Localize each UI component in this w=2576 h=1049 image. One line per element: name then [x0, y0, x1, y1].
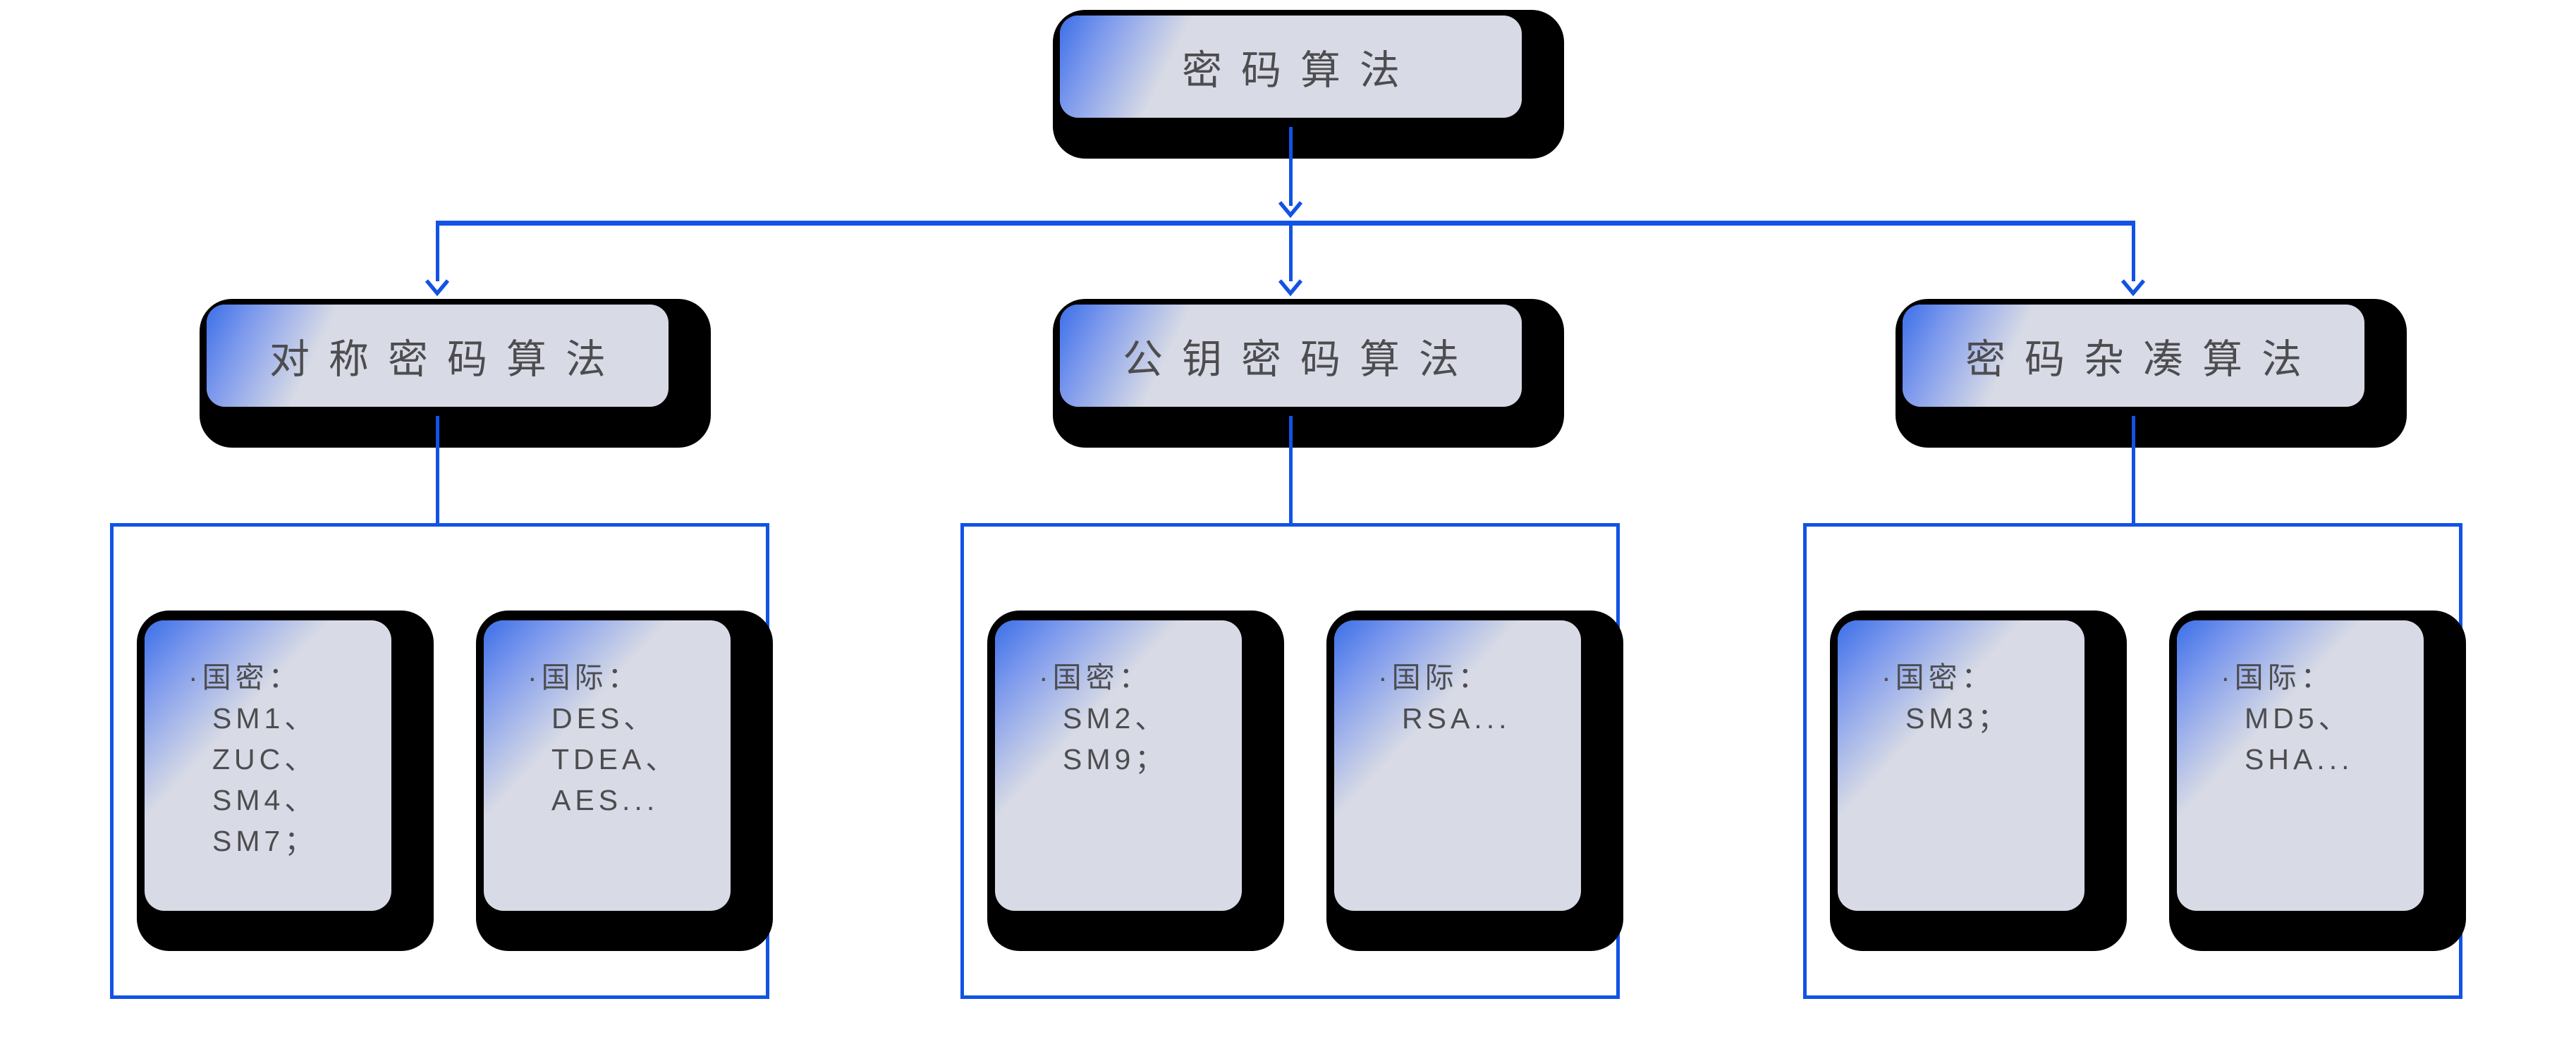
connector-drop-symmetric — [436, 221, 439, 281]
child-card: ·国际： RSA... — [1334, 620, 1581, 911]
child-card-hash-intl: ·国际： MD5、 SHA... — [2169, 611, 2466, 951]
connector-stub-symmetric — [436, 416, 439, 523]
child-card-publickey-guomi: ·国密： SM2、 SM9； — [987, 611, 1284, 951]
child-card: ·国际： DES、 TDEA、 AES... — [484, 620, 731, 911]
child-card-text: ·国密： SM3； — [1881, 661, 2011, 735]
connector-root-stem — [1289, 127, 1293, 206]
child-card: ·国际： MD5、 SHA... — [2177, 620, 2424, 911]
child-card-text: ·国密： SM2、 SM9； — [1039, 661, 1168, 775]
root-node-label: 密码算法 — [1182, 47, 1419, 93]
arrow-down-icon — [2119, 278, 2147, 297]
child-card-hash-guomi: ·国密： SM3； — [1830, 611, 2127, 951]
child-card-text: ·国际： DES、 TDEA、 AES... — [527, 661, 679, 816]
child-card: ·国密： SM3； — [1838, 620, 2084, 911]
child-card: ·国密： SM1、 ZUC、 SM4、 SM7； — [145, 620, 391, 911]
child-card-symmetric-intl: ·国际： DES、 TDEA、 AES... — [476, 611, 773, 951]
branch-node-symmetric: 对称密码算法 — [200, 299, 711, 448]
branch-node-publickey: 公钥密码算法 — [1053, 299, 1564, 448]
branch-node-label: 对称密码算法 — [269, 336, 625, 382]
branch-node-card: 公钥密码算法 — [1060, 305, 1522, 407]
connector-stub-publickey — [1289, 416, 1293, 523]
arrow-down-icon — [1276, 200, 1305, 219]
branch-node-hash: 密码杂凑算法 — [1896, 299, 2407, 448]
branch-node-card: 密码杂凑算法 — [1903, 305, 2364, 407]
arrow-down-icon — [1276, 278, 1305, 297]
branch-node-label: 公钥密码算法 — [1123, 336, 1478, 382]
child-card-symmetric-guomi: ·国密： SM1、 ZUC、 SM4、 SM7； — [137, 611, 434, 951]
root-node: 密码算法 — [1053, 10, 1564, 159]
connector-stub-hash — [2132, 416, 2135, 523]
child-card-publickey-intl: ·国际： RSA... — [1326, 611, 1623, 951]
child-card-text: ·国密： SM1、 ZUC、 SM4、 SM7； — [188, 661, 318, 857]
connector-drop-publickey — [1289, 221, 1293, 281]
branch-node-label: 密码杂凑算法 — [1965, 336, 2321, 382]
root-node-card: 密码算法 — [1060, 16, 1522, 118]
child-card-text: ·国际： MD5、 SHA... — [2221, 661, 2354, 775]
child-card: ·国密： SM2、 SM9； — [995, 620, 1242, 911]
connector-horizontal-bar — [436, 221, 2135, 226]
branch-node-card: 对称密码算法 — [207, 305, 669, 407]
child-card-text: ·国际： RSA... — [1378, 661, 1511, 735]
arrow-down-icon — [423, 278, 451, 297]
connector-drop-hash — [2132, 221, 2135, 281]
